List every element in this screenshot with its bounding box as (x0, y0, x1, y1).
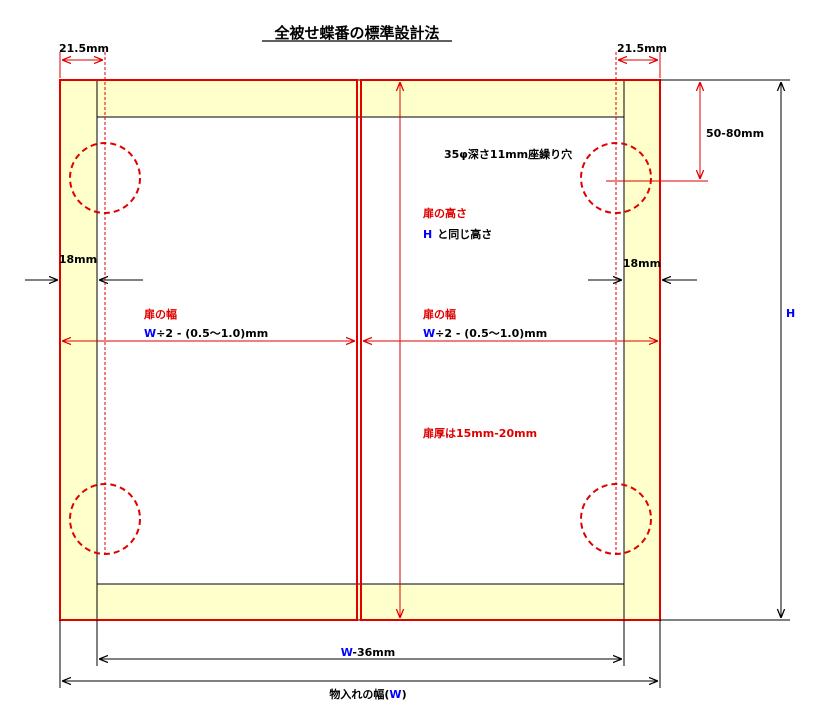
outer-width-dimension (59, 620, 661, 688)
door-height-rest: と同じ高さ (437, 227, 492, 241)
left-side-panel (59, 79, 98, 621)
right-offset-dimension (618, 52, 661, 78)
inner-width-dimension (96, 620, 625, 666)
right-door-width-title: 扉の幅 (423, 307, 456, 321)
left-door-outline (59, 79, 358, 621)
left-panel-label: 18mm (59, 253, 97, 266)
door-height-note: H と同じ高さ (423, 227, 492, 241)
left-door-width-title: 扉の幅 (144, 307, 177, 321)
inner-width-w: W (341, 646, 353, 659)
inner-width-label: W-36mm (341, 646, 395, 659)
top-range-label: 50-80mm (706, 127, 764, 140)
diagram-title: 全被せ蝶番の標準設計法 (273, 24, 439, 42)
right-door-width-w: W (423, 327, 435, 340)
left-door-width-w: W (144, 327, 156, 340)
right-door-outline (360, 79, 661, 621)
inner-width-rest: -36mm (352, 646, 395, 659)
left-door-width-rest: ÷2 - (0.5～1.0)mm (156, 327, 268, 340)
cup-hole-label: 35φ深さ11mm座繰り穴 (444, 147, 572, 161)
height-dimension (660, 79, 790, 621)
outer-width-label: 物入れの幅(W) (329, 687, 406, 701)
right-door-width-rest: ÷2 - (0.5～1.0)mm (435, 327, 547, 340)
height-label: H (786, 307, 795, 320)
outer-width-close: ) (402, 688, 407, 701)
door-height-title: 扉の高さ (423, 206, 467, 220)
right-panel-label: 18mm (623, 257, 661, 270)
outer-width-main: 物入れの幅( (329, 687, 389, 701)
left-offset-label: 21.5mm (59, 42, 109, 55)
right-door-width-note: W÷2 - (0.5～1.0)mm (423, 327, 547, 340)
outer-width-w: W (389, 688, 401, 701)
left-offset-dimension (59, 52, 103, 78)
right-side-panel (623, 79, 661, 621)
door-thickness-label: 扉厚は15mm-20mm (423, 426, 537, 440)
right-offset-label: 21.5mm (617, 42, 667, 55)
left-door-width-note: W÷2 - (0.5～1.0)mm (144, 327, 268, 340)
door-height-h: H (423, 228, 432, 241)
